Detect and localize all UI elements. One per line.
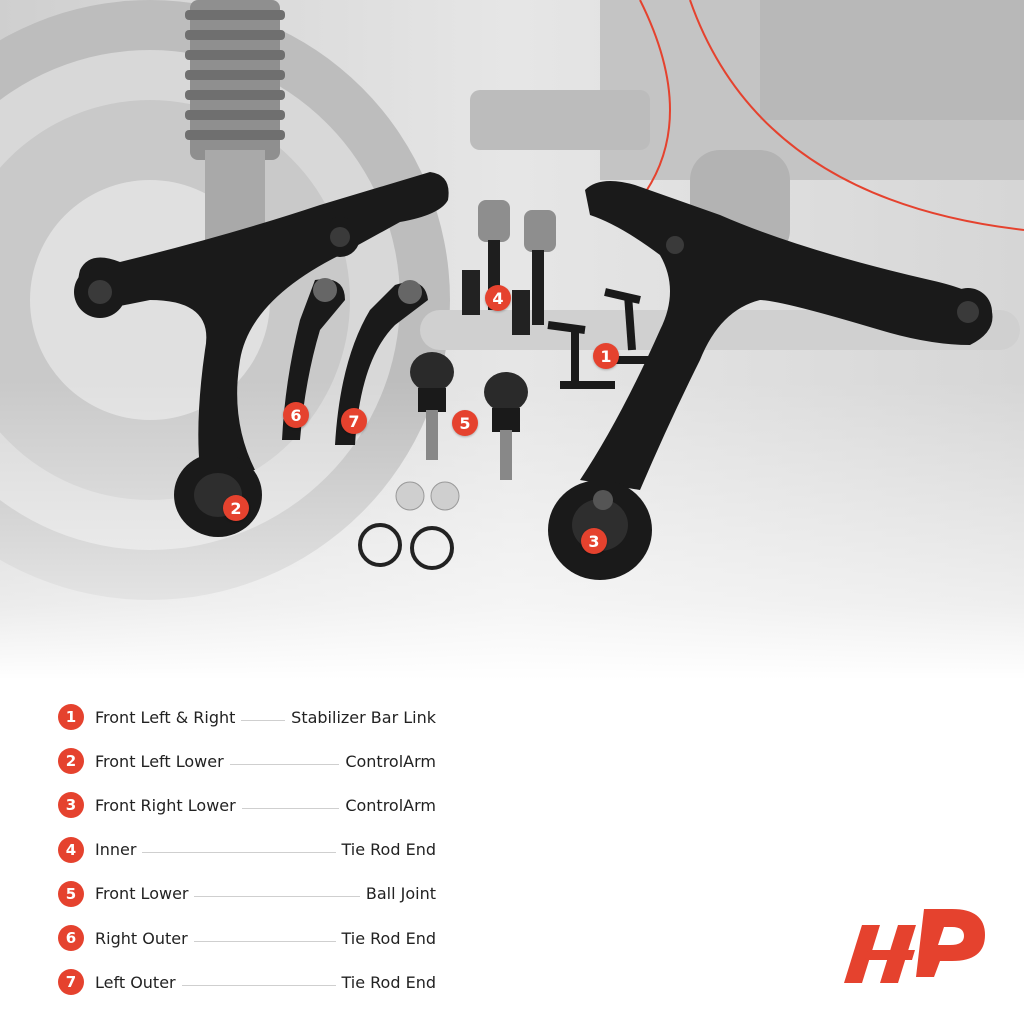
legend-position: Right Outer [95,928,188,948]
legend-part: Tie Rod End [341,972,437,992]
leader-line [241,719,286,721]
leader-line [142,852,336,854]
legend-number: 2 [58,748,84,775]
legend-number: 7 [58,969,84,996]
leader-line [229,763,340,765]
callout-2: 2 [223,495,249,521]
legend-position: Left Outer [95,972,176,992]
legend-number: 4 [58,836,84,863]
outer-tie-rod-ends [282,278,428,445]
front-lower-ball-joints [410,352,528,480]
legend-number: 6 [58,925,84,952]
legend-number: 1 [58,704,84,731]
legend-part: ControlArm [345,795,436,815]
callout-3: 3 [581,528,607,554]
background-suspension [0,0,1024,680]
legend-row: 2 Front Left Lower ControlArm [58,739,448,783]
washers-and-circlips [358,481,460,570]
legend-number: 5 [58,880,84,907]
legend-row: 6 Right Outer Tie Rod End [58,916,448,960]
callout-5: 5 [452,410,478,436]
leader-line [181,984,336,986]
legend-part: Tie Rod End [341,928,437,948]
legend-row: 3 Front Right Lower ControlArm [58,783,448,827]
front-right-lower-control-arm [548,181,993,580]
legend-position: Front Right Lower [95,795,236,815]
callout-7: 7 [341,408,367,434]
leader-line [194,896,360,898]
legend-row: 1 Front Left & Right Stabilizer Bar Link [58,695,448,739]
callout-1: 1 [593,343,619,369]
legend-position: Front Lower [95,884,189,904]
legend-part: ControlArm [345,751,436,771]
legend-row: 4 Inner Tie Rod End [58,828,448,872]
legend-position: Front Left Lower [95,751,224,771]
leader-line [193,940,336,942]
legend-part: Tie Rod End [341,840,437,860]
leader-line [241,807,340,809]
callout-4: 4 [485,285,511,311]
callout-6: 6 [283,402,309,428]
legend-part: Ball Joint [365,884,436,904]
legend-row: 5 Front Lower Ball Joint [58,872,448,916]
legend-row: 7 Left Outer Tie Rod End [58,960,448,1004]
legend-position: Inner [95,840,137,860]
legend-number: 3 [58,792,84,819]
legend-part: Stabilizer Bar Link [291,707,436,727]
legend-position: Front Left & Right [95,707,236,727]
stabilizer-bar-links [547,288,680,389]
a-premium-logo-icon [840,905,985,985]
product-photo: 1 2 3 4 5 6 7 [0,0,1024,680]
parts-legend: 1 Front Left & Right Stabilizer Bar Link… [58,695,448,1004]
